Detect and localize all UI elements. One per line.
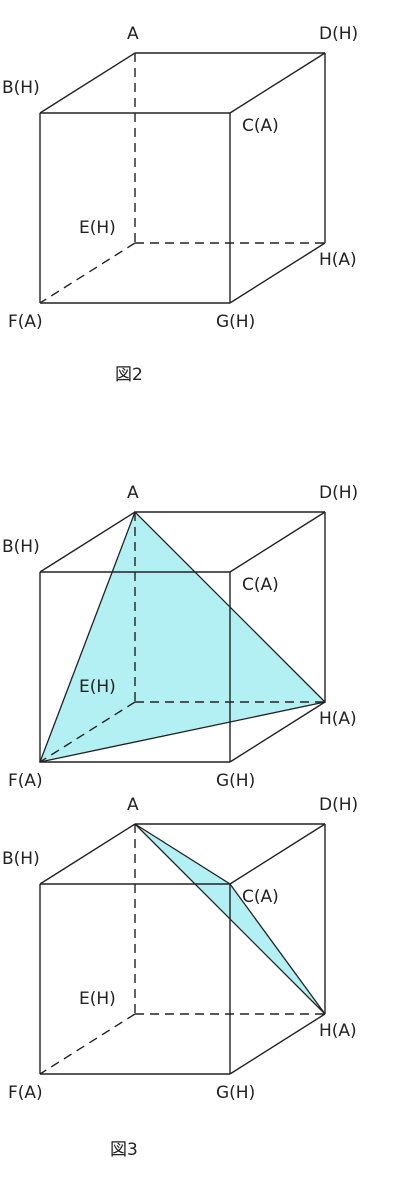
vertex-label-f: F(A) [8,771,43,791]
vertex-label-e: E(H) [79,677,116,697]
edge-hg [229,1013,326,1075]
vertex-label-h: H(A) [319,250,357,270]
vertex-label-a: A [127,483,139,503]
edge-ab [39,823,136,885]
vertex-label-h: H(A) [319,709,357,729]
vertex-label-g: G(H) [216,1083,255,1103]
vertex-label-g: G(H) [216,312,255,332]
vertex-label-b: B(H) [2,849,40,869]
edge-ab [39,52,136,114]
hidden-edge-ef [39,1013,136,1075]
vertex-label-c: C(A) [242,575,279,595]
vertex-label-e: E(H) [79,989,116,1009]
edge-cd [229,52,326,114]
edge-ab [39,511,136,573]
vertex-label-d: D(H) [319,483,358,503]
vertex-label-a: A [127,24,139,44]
vertex-label-f: F(A) [8,312,43,332]
edge-hg [229,242,326,304]
figure-caption: 図3 [110,1140,138,1160]
vertex-label-b: B(H) [2,537,40,557]
vertex-label-e: E(H) [79,218,116,238]
hidden-edge-ef [39,242,136,304]
vertex-label-f: F(A) [8,1083,43,1103]
edge-cd [229,511,326,573]
vertex-label-h: H(A) [319,1021,357,1041]
edge-cd [229,823,326,885]
vertex-label-g: G(H) [216,771,255,791]
vertex-label-d: D(H) [319,24,358,44]
vertex-label-b: B(H) [2,78,40,98]
edge-hg [229,701,326,763]
shaded-triangle-afh [38,510,327,763]
vertex-label-c: C(A) [242,116,279,136]
vertex-label-a: A [127,795,139,815]
vertex-label-c: C(A) [242,887,279,907]
figure-caption: 図2 [115,365,143,385]
hidden-edge-ef [39,701,136,763]
vertex-label-d: D(H) [319,795,358,815]
